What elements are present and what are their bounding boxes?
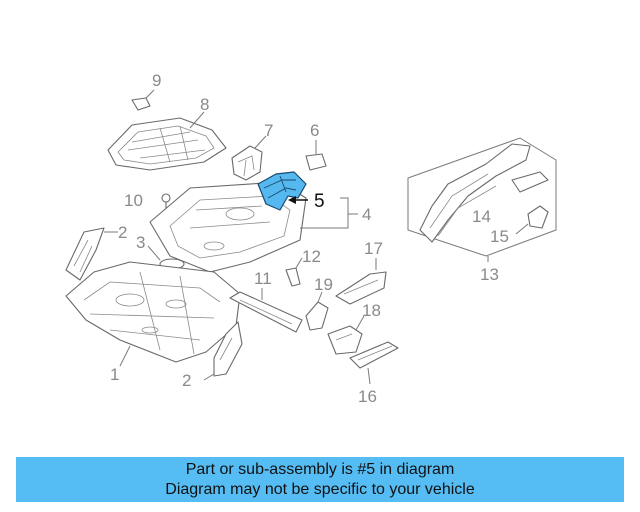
callout-16: 16	[358, 387, 377, 406]
part-1-floor-assembly	[65, 261, 241, 367]
callout-8: 8	[200, 95, 209, 114]
part-8-trunk-board	[107, 111, 227, 171]
part-2-side-rail-upper	[65, 227, 118, 281]
callout-9: 9	[152, 71, 161, 90]
part-19-bracket	[305, 291, 329, 331]
info-banner: Part or sub-assembly is #5 in diagram Di…	[16, 457, 624, 502]
callout-10: 10	[124, 191, 143, 210]
banner-line-2: Diagram may not be specific to your vehi…	[165, 480, 475, 498]
part-4-rear-floor-pan	[149, 181, 358, 273]
callout-11: 11	[254, 269, 272, 288]
part-18-bracket	[327, 315, 365, 355]
part-12-bracket	[285, 257, 303, 287]
part-6-block	[305, 140, 327, 171]
callout-2-lower: 2	[182, 371, 191, 390]
part-2-side-rail-lower	[203, 321, 243, 381]
callout-13: 13	[480, 265, 499, 284]
callout-12: 12	[302, 247, 321, 266]
part-11-crossmember	[229, 288, 303, 333]
part-13-rear-inner-panel	[407, 137, 557, 262]
callout-7: 7	[264, 121, 273, 140]
callout-3: 3	[136, 233, 145, 252]
part-7-bracket	[231, 135, 267, 181]
callout-6: 6	[310, 121, 319, 140]
callout-17: 17	[364, 239, 383, 258]
part-9-clip	[131, 89, 155, 111]
callout-4: 4	[362, 205, 371, 224]
part-16-channel	[349, 341, 399, 385]
callout-5: 5	[314, 191, 325, 212]
callout-15: 15	[490, 227, 509, 246]
callout-14: 14	[472, 207, 491, 226]
callout-2-upper: 2	[118, 223, 127, 242]
banner-line-1: Part or sub-assembly is #5 in diagram	[185, 460, 455, 478]
callout-19: 19	[314, 275, 333, 294]
part-5-highlighted	[257, 171, 308, 211]
callout-18: 18	[362, 301, 381, 320]
parts-diagram: 8 9 7 6 10 4 5	[65, 71, 557, 406]
callout-1: 1	[110, 365, 119, 384]
part-17-extension	[335, 258, 387, 305]
